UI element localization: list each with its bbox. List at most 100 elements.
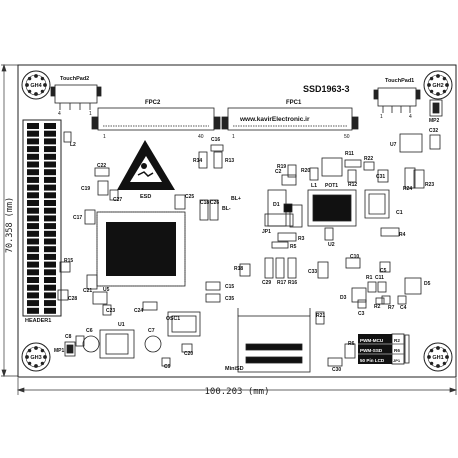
header-pin [27, 169, 39, 176]
r15-footprint [59, 261, 71, 273]
minisd-label: MiniSD [225, 366, 244, 372]
header-pin [27, 153, 39, 160]
c17-label: C17 [73, 215, 82, 221]
table-label-pwm-mcu: PWM-MCU [360, 338, 384, 343]
c16-footprint [210, 144, 224, 152]
r14-footprint [198, 151, 208, 169]
height-dimension-label: 70.358 (mm) [5, 197, 15, 253]
c24-footprint [142, 301, 158, 311]
r5-label: R5 [290, 244, 297, 250]
r19-label: R19 [277, 164, 286, 170]
l1-label: L1 [311, 183, 317, 189]
r15-label: R15 [64, 258, 73, 264]
r18-footprint [239, 263, 251, 277]
r3-footprint [277, 232, 297, 242]
c11-footprint [377, 281, 387, 293]
c6-label: C6 [86, 328, 93, 334]
table-ref-r2: R2 [394, 338, 400, 343]
board-title: SSD1963-3 [303, 84, 350, 94]
r4-footprint [380, 227, 400, 237]
header-pin [27, 184, 39, 191]
bl_minus-label: BL- [222, 206, 231, 212]
header-pin [44, 230, 56, 237]
website-label: www.kavirElectronic.ir [239, 116, 310, 123]
c10-label: C10 [350, 254, 359, 260]
r11-footprint [344, 159, 362, 168]
c19-label: C19 [81, 186, 90, 192]
header-pin [44, 253, 56, 260]
c31-footprint [377, 169, 389, 183]
r3-label: R3 [298, 236, 305, 242]
pot1-label: POT1 [325, 183, 338, 189]
board-outline [17, 64, 457, 378]
c7-label: C7 [148, 328, 155, 334]
l2-label: L2 [70, 142, 76, 148]
c30-label: C30 [332, 367, 341, 373]
c19-footprint [97, 180, 109, 196]
header-pin [27, 207, 39, 214]
fpc2-connector [91, 107, 221, 131]
header1-label: HEADER1 [25, 318, 51, 324]
header-pin [44, 138, 56, 145]
r21-footprint [315, 311, 325, 325]
c18-footprint [199, 199, 209, 221]
r4-label: R4 [399, 232, 406, 238]
c9-label: C9 [164, 364, 171, 370]
c22-label: C22 [97, 163, 106, 169]
c15-label: C15 [225, 284, 234, 290]
touchpad1-label: TouchPad1 [385, 78, 414, 84]
r21-label: R21 [316, 313, 325, 319]
c9-footprint [161, 357, 171, 367]
header-pin [27, 200, 39, 206]
u2-regulator [324, 227, 334, 241]
r13-footprint [213, 151, 223, 169]
header-pin [27, 223, 39, 230]
header-pin [44, 269, 56, 276]
touchpad1-connector [373, 87, 421, 113]
mp1-label: MP1 [54, 348, 65, 354]
mounting-hole-gh3 [21, 342, 51, 372]
header-pin [44, 192, 56, 199]
c11-label: C11 [375, 275, 384, 281]
header-pin [44, 307, 56, 314]
d1-label: D1 [273, 202, 280, 208]
c23-footprint [102, 304, 112, 316]
c10-footprint [345, 257, 361, 269]
c33-footprint [317, 261, 329, 279]
header-pin [27, 230, 39, 237]
u2-label: U2 [328, 242, 335, 248]
c24-label: C24 [134, 308, 143, 314]
c26-footprint [209, 199, 219, 221]
width-dimension-label: 100.203 (mm) [204, 387, 269, 397]
d3-footprint [351, 287, 367, 303]
c28-label: C28 [68, 296, 77, 302]
header-pin [44, 246, 56, 253]
table-label-pwm-ssd: PWM-SSD [360, 348, 383, 353]
c18-label: C18 [200, 200, 209, 206]
r7-label: R7 [388, 305, 395, 311]
table-ref-jp1: JP1 [393, 358, 401, 363]
table-label-50pin-lcd: 50 Pin LCD [360, 358, 385, 363]
tp1-pin1: 1 [380, 114, 383, 120]
r12-footprint [347, 169, 357, 183]
c28-footprint [57, 289, 69, 301]
c26-label: C26 [210, 200, 219, 206]
c3-label: C3 [358, 311, 365, 317]
component-footprints [57, 133, 441, 367]
minisd-socket [237, 308, 311, 373]
c8-footprint [75, 335, 85, 347]
header-pin [44, 200, 56, 206]
header-pin [44, 176, 56, 183]
c20-label: C20 [184, 351, 193, 357]
ssd1963-chip [96, 211, 186, 287]
gh4-label: GH4 [30, 83, 42, 89]
c30-footprint [327, 357, 343, 367]
r2-label: R2 [374, 304, 381, 310]
header-pin [27, 292, 39, 299]
r20-footprint [309, 167, 319, 181]
mounting-hole-gh2 [423, 70, 453, 100]
u7-label: U7 [390, 142, 397, 148]
header-pin [27, 238, 39, 245]
r24-label: R24 [403, 186, 412, 192]
